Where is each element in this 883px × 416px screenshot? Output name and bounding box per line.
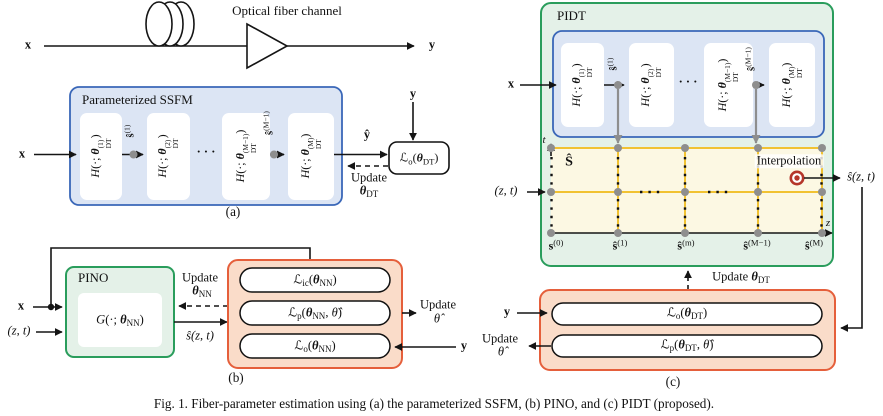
grid-node-dots — [547, 144, 826, 237]
pino-update-label-1: Update — [181, 270, 219, 285]
pidt-tap-label-2: ŝ(M−1) — [743, 47, 758, 71]
loss-label-p-dt: ℒp(θDT, θ̂) — [660, 337, 714, 354]
ssfm-input-label: x — [18, 146, 26, 161]
loss-label-o-dt: ℒo(θDT) — [666, 305, 708, 322]
z-axis-label: z — [825, 217, 831, 230]
pidt-y-label: y — [503, 304, 511, 319]
interpolation-marker-center — [794, 175, 800, 181]
pidt-update-theta-label-1: Update — [481, 331, 519, 346]
fig-a-label: (a) — [225, 203, 241, 219]
pino-y-label: y — [460, 338, 468, 353]
ssfm-block-label-4: H(·; θ(M)DT) — [298, 133, 324, 179]
ssfm-h-block-4 — [288, 113, 334, 200]
ssfm-output-label: ŷ — [363, 127, 371, 142]
ssfm-update-label-2: θDT — [359, 183, 379, 200]
pidt-tap-label-1: ŝ(1) — [605, 57, 620, 71]
ssfm-block-label-3: H(·; θ(M−1)DT) — [233, 129, 259, 183]
pidt-block-label-2: H(·; θ(2)DT) — [638, 63, 664, 107]
pino-x-feed-line — [50, 247, 314, 307]
t-axis-label: t — [542, 134, 546, 147]
loss-pill-o-dt — [551, 302, 823, 326]
interpolation-label: Interpolation — [754, 153, 824, 168]
pino-zt-label: (z, t) — [7, 323, 31, 338]
s-matrix-label: Ŝ — [565, 154, 573, 170]
pidt-x-label: x — [507, 76, 515, 91]
ssfm-tap-dot-1 — [129, 150, 138, 159]
grid-bottom-label-1: ŝ(1) — [612, 237, 628, 253]
zt-query-label: (z, t) — [494, 183, 518, 198]
pino-update-label-2: θNN — [192, 283, 212, 300]
ssfm-h-block-2 — [147, 113, 190, 200]
ssfm-h-block-3 — [222, 113, 270, 200]
loss-pill-ic — [239, 267, 391, 293]
pino-operator-block — [78, 293, 162, 347]
loss-pill-p-dt — [551, 334, 823, 358]
pidt-h-block-3 — [704, 43, 753, 127]
ssfm-loss-label: ℒo(θDT) — [399, 150, 439, 167]
pino-operator-label: G(·; θNN) — [96, 312, 144, 329]
ssfm-ellipsis: · · · — [196, 144, 216, 159]
fig-b-label: (b) — [228, 369, 244, 385]
channel-title: Optical fiber channel — [232, 2, 342, 18]
fiber-coil-icon — [145, 1, 173, 47]
fig-c-label: (c) — [665, 373, 681, 389]
figure-caption: Fig. 1. Fiber-parameter estimation using… — [153, 395, 715, 411]
pino-box-title: PINO — [78, 270, 109, 285]
s-query-feed-line — [840, 187, 863, 332]
grid-bottom-label-4: ŝ(M) — [804, 237, 824, 253]
junction-dot — [47, 303, 55, 311]
fig-a-group — [34, 86, 450, 206]
loss-label-ic: ℒic(θNN) — [293, 272, 337, 289]
loss-label-o: ℒo(θNN) — [294, 338, 336, 355]
pidt-block-label-3: H(·; θ(M−1)DT) — [715, 58, 741, 112]
ssfm-box-title: Parameterized SSFM — [82, 92, 193, 107]
pidt-h-block-4 — [769, 43, 815, 127]
update-theta-label-1: Update — [419, 297, 457, 312]
loss-pill-o — [239, 333, 391, 359]
pino-s-out-label: ŝ(z, t) — [186, 328, 214, 343]
loss-pill-p — [239, 300, 391, 326]
pino-x-label: x — [17, 298, 25, 313]
channel-input-label: x — [24, 37, 32, 52]
pidt-h-block-2 — [629, 43, 674, 127]
grid-bottom-label-3: ŝ(M−1) — [743, 237, 771, 253]
pidt-tap-dot-2 — [752, 81, 760, 89]
fig-b-group — [33, 247, 456, 369]
pidt-box-title: PIDT — [557, 8, 586, 23]
ssfm-h-block-1 — [80, 113, 122, 200]
pidt-update-label: Update θDT — [712, 269, 770, 286]
fig-c-group — [517, 2, 863, 371]
ssfm-block-label-1: H(·; θ(1)DT) — [88, 134, 114, 178]
pidt-h-block-1 — [561, 43, 604, 127]
channel-output-label: y — [428, 37, 436, 52]
pidt-block-label-1: H(·; θ(1)DT) — [569, 63, 595, 107]
ssfm-tap-dot-2 — [270, 150, 278, 159]
s-query-label: ŝ(z, t) — [847, 169, 875, 184]
pidt-block-label-4: H(·; θ(M)DT) — [779, 62, 805, 108]
optical-channel-group — [44, 1, 415, 70]
pidt-loss-box — [539, 289, 836, 371]
ssfm-box — [69, 86, 343, 206]
ssfm-loss-box — [388, 141, 450, 175]
ssfm-tap-label-1: ŝ(1) — [122, 124, 137, 138]
grid-bottom-label-0: s(0) — [548, 237, 564, 253]
amplifier-icon — [246, 22, 289, 70]
ssfm-y-label: y — [409, 86, 417, 101]
grid-bottom-label-2: ŝ(m) — [677, 237, 695, 253]
ssfm-update-label-1: Update — [350, 170, 388, 185]
pidt-tap-dot-1 — [614, 81, 622, 89]
pidt-ellipsis: · · · — [678, 74, 698, 89]
ssfm-tap-label-2: ŝ(M−1) — [261, 111, 276, 135]
update-theta-label-2: θ̂ — [433, 311, 441, 326]
ssfm-block-label-2: H(·; θ(2)DT) — [155, 134, 181, 178]
pidt-update-theta-label-2: θ̂ — [497, 344, 505, 359]
loss-label-p: ℒp(θNN, θ̂) — [288, 305, 342, 322]
